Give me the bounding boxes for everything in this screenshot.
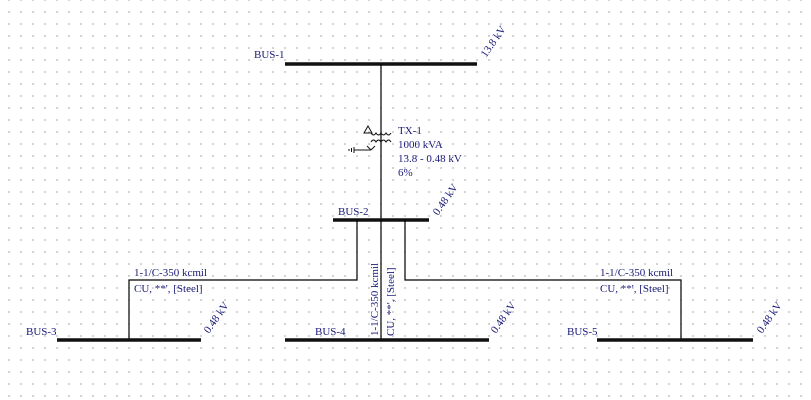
- cable-bus-4-spec: CU, **', [Steel]: [385, 267, 397, 336]
- tx-1-rating: 1000 kVA: [398, 139, 443, 151]
- cable-bus-4-size: 1-1/C-350 kcmil: [369, 263, 381, 336]
- bus-5[interactable]: BUS-5 0.48 kV: [567, 300, 785, 342]
- tx-1-voltage: 13.8 - 0.48 kV: [398, 153, 462, 165]
- bus-1[interactable]: BUS-1 13.8 kV: [254, 24, 509, 66]
- delta-winding-icon: [363, 124, 373, 134]
- cable-bus-3-spec: CU, **', [Steel]: [134, 283, 203, 295]
- bus-4-label: BUS-4: [315, 326, 346, 338]
- secondary-winding-icon: [370, 139, 392, 143]
- primary-winding-icon: [370, 132, 392, 136]
- cable-bus-5-spec: CU, **', [Steel]: [600, 283, 669, 295]
- cable-bus-2-to-bus-4[interactable]: 1-1/C-350 kcmil CU, **', [Steel]: [369, 220, 397, 340]
- bus-5-voltage: 0.48 kV: [755, 300, 785, 336]
- cable-bus-2-to-bus-5[interactable]: 1-1/C-350 kcmil CU, **', [Steel]: [404, 220, 682, 340]
- bus-4-voltage: 0.48 kV: [489, 300, 519, 336]
- transformer-tx-1[interactable]: TX-1 1000 kVA 13.8 - 0.48 kV 6%: [348, 124, 462, 179]
- cable-bus-3-line[interactable]: [128, 220, 358, 340]
- cable-bus-3-size: 1-1/C-350 kcmil: [134, 267, 207, 279]
- bus-5-label: BUS-5: [567, 326, 598, 338]
- bus-2-voltage: 0.48 kV: [431, 182, 461, 218]
- bus-3-label: BUS-3: [26, 326, 57, 338]
- bus-3-voltage: 0.48 kV: [202, 300, 232, 336]
- cable-bus-5-size: 1-1/C-350 kcmil: [600, 267, 673, 279]
- wye-grounded-icon: [348, 145, 376, 153]
- bus-2[interactable]: BUS-2 0.48 kV: [333, 182, 461, 222]
- cable-bus-2-to-bus-3[interactable]: 1-1/C-350 kcmil CU, **', [Steel]: [128, 220, 358, 340]
- tx-1-impedance: 6%: [398, 167, 413, 179]
- bus-1-label: BUS-1: [254, 49, 285, 61]
- cable-bus-5-line[interactable]: [404, 220, 682, 340]
- bus-2-label: BUS-2: [338, 206, 369, 218]
- bus-1-voltage: 13.8 kV: [479, 24, 509, 60]
- tx-1-label: TX-1: [398, 125, 422, 137]
- bus-4[interactable]: BUS-4 0.48 kV: [285, 300, 519, 342]
